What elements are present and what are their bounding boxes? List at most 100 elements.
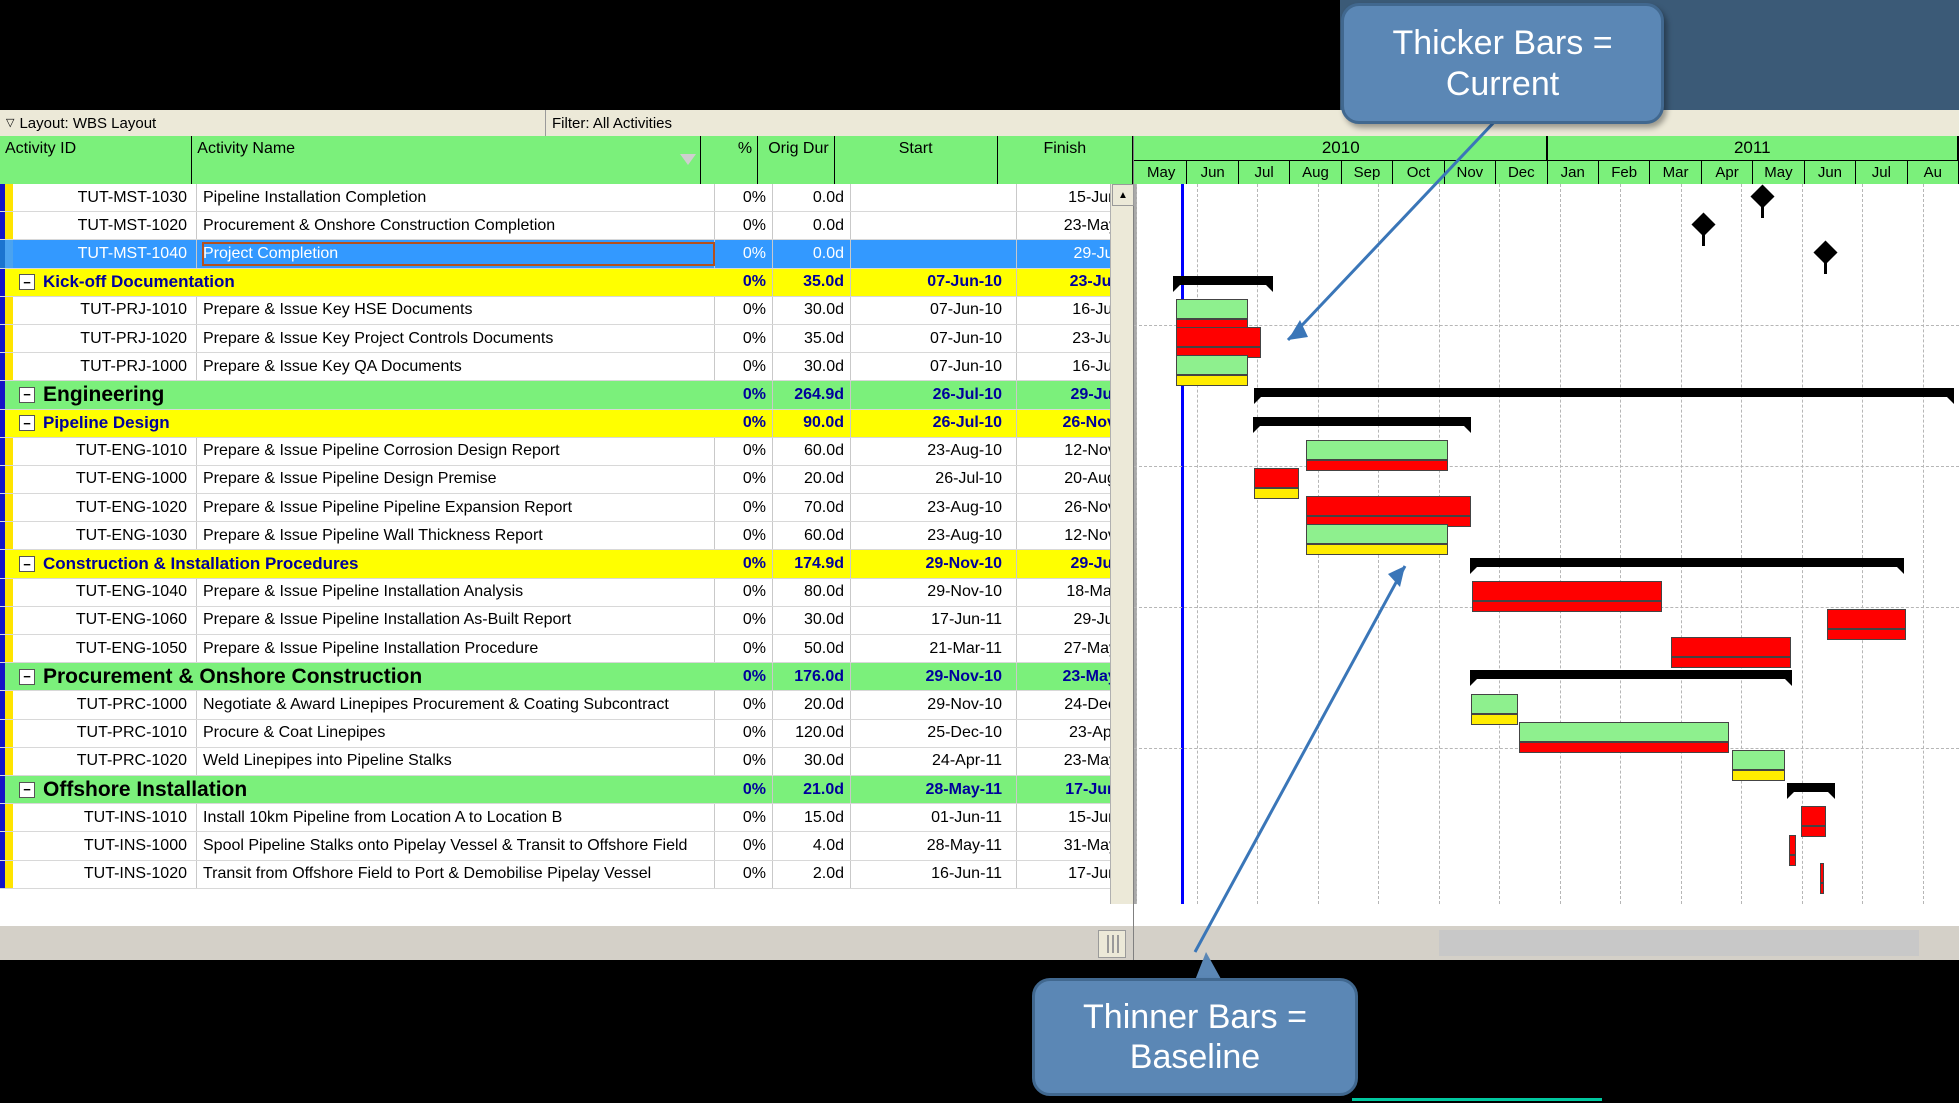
wbs-collapse-icon[interactable]: − xyxy=(19,781,35,798)
gantt-bars-canvas[interactable] xyxy=(1134,184,1959,904)
install-10km-baseline[interactable] xyxy=(1801,826,1826,838)
table-horizontal-scroll-area[interactable] xyxy=(0,926,1133,960)
pipeline-design-summary[interactable] xyxy=(1253,416,1471,433)
project-controls-current[interactable] xyxy=(1176,327,1261,347)
kickoff-documentation-summary[interactable] xyxy=(1173,275,1273,292)
column-header-activity-name[interactable]: Activity Name xyxy=(192,136,701,184)
wbs-collapse-icon[interactable]: − xyxy=(19,556,35,573)
spool-stalks-current[interactable] xyxy=(1789,834,1796,855)
column-header-activity-id[interactable]: Activity ID xyxy=(0,136,193,184)
wall-thickness-baseline[interactable] xyxy=(1306,544,1448,556)
expansion-report-current[interactable] xyxy=(1306,496,1471,517)
engineering-summary[interactable] xyxy=(1254,388,1954,405)
layout-selector[interactable]: ▽ Layout: WBS Layout xyxy=(0,110,546,136)
cell-activity-id: TUT-INS-1020 xyxy=(83,865,187,883)
negotiate-award-baseline[interactable] xyxy=(1471,713,1518,725)
cell-start: 23-Aug-10 xyxy=(851,494,1017,522)
wbs-name-label: Offshore Installation xyxy=(43,777,248,801)
qa-documents-current[interactable] xyxy=(1176,355,1248,376)
project-completion-milestone[interactable] xyxy=(1813,240,1838,265)
offshore-installation-summary[interactable] xyxy=(1787,783,1835,800)
table-vertical-scrollbar[interactable]: ▲ xyxy=(1110,184,1134,904)
column-header-orig-dur[interactable]: Orig Dur xyxy=(758,136,835,184)
cell-orig-dur: 174.9d xyxy=(773,550,851,578)
weld-linepipes-current[interactable] xyxy=(1732,750,1785,770)
installation-procedure-baseline[interactable] xyxy=(1671,657,1791,669)
pipeline-installation-completion-milestone[interactable] xyxy=(1750,184,1775,209)
design-premise-current[interactable] xyxy=(1254,468,1299,488)
negotiate-award-current[interactable] xyxy=(1471,693,1518,714)
timescale-year: 2010 xyxy=(1136,136,1548,160)
design-premise-baseline[interactable] xyxy=(1254,488,1299,499)
filter-selector[interactable]: Filter: All Activities xyxy=(546,110,1959,136)
cell-percent: 0% xyxy=(715,268,773,296)
wbs-collapse-icon[interactable]: − xyxy=(19,415,35,432)
wbs-collapse-icon[interactable]: − xyxy=(19,386,35,403)
column-header-percent[interactable]: % xyxy=(701,136,759,184)
transit-demobilise-baseline[interactable] xyxy=(1820,882,1824,894)
procure-coat-baseline[interactable] xyxy=(1519,741,1729,753)
gantt-bottom-scroll-area[interactable] xyxy=(1134,926,1959,960)
cell-orig-dur: 80.0d xyxy=(773,578,851,606)
cell-percent: 0% xyxy=(715,465,773,494)
as-built-report-baseline[interactable] xyxy=(1827,629,1906,640)
weld-linepipes-baseline[interactable] xyxy=(1732,770,1785,781)
column-header-start[interactable]: Start xyxy=(834,136,998,184)
wbs-collapse-icon[interactable]: − xyxy=(19,274,35,291)
construction-procedures-summary[interactable] xyxy=(1470,557,1904,574)
corrosion-design-current[interactable] xyxy=(1306,439,1448,460)
as-built-report-current[interactable] xyxy=(1827,609,1906,629)
qa-documents-baseline[interactable] xyxy=(1176,375,1248,387)
cell-percent: 0% xyxy=(715,663,773,691)
wbs-collapse-icon[interactable]: − xyxy=(19,668,35,685)
transit-demobilise-current[interactable] xyxy=(1820,862,1824,883)
installation-analysis-current[interactable] xyxy=(1472,580,1662,601)
column-header-finish[interactable]: Finish xyxy=(997,136,1133,184)
spool-stalks-baseline[interactable] xyxy=(1789,854,1796,866)
installation-analysis-baseline[interactable] xyxy=(1472,600,1662,612)
gantt-horizontal-scrollbar[interactable] xyxy=(1439,930,1919,956)
cell-activity-name: Prepare & Issue Pipeline Wall Thickness … xyxy=(196,522,715,550)
cell-activity-name: Prepare & Issue Pipeline Design Premise xyxy=(196,465,715,494)
scroll-up-icon[interactable]: ▲ xyxy=(1112,184,1134,206)
cell-percent: 0% xyxy=(715,775,773,804)
procure-coat-current[interactable] xyxy=(1519,721,1729,742)
cell-percent: 0% xyxy=(715,409,773,437)
hse-documents-current[interactable] xyxy=(1176,298,1248,319)
procurement-onshore-completion-milestone[interactable] xyxy=(1691,212,1716,237)
callout-top-line1: Thicker Bars = xyxy=(1392,24,1613,63)
installation-procedure-current[interactable] xyxy=(1671,637,1791,658)
corrosion-design-baseline[interactable] xyxy=(1306,459,1448,471)
split-resize-grip[interactable] xyxy=(1098,930,1126,958)
cell-start: 16-Jun-11 xyxy=(851,860,1017,888)
install-10km-current[interactable] xyxy=(1801,806,1826,827)
procurement-onshore-summary[interactable] xyxy=(1470,670,1792,687)
cell-activity-id: TUT-INS-1010 xyxy=(83,808,187,826)
wall-thickness-current[interactable] xyxy=(1306,524,1448,545)
